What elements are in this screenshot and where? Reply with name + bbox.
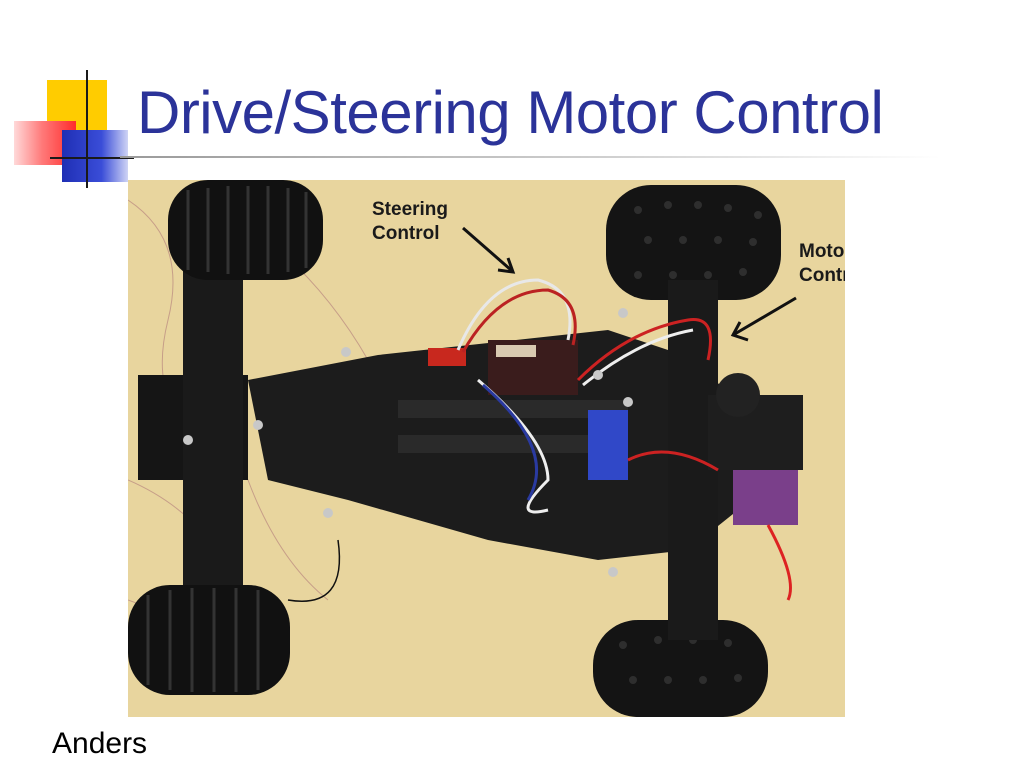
receiver-label bbox=[496, 345, 536, 357]
steering-servo bbox=[588, 410, 628, 480]
steering-arrowhead bbox=[497, 257, 516, 274]
footer-author: Anders bbox=[52, 727, 148, 760]
front-left-wheel bbox=[168, 180, 323, 280]
steering-arrow bbox=[462, 226, 512, 272]
motor-arrow bbox=[732, 296, 797, 337]
motor-label-line2: Control bbox=[799, 265, 845, 286]
logo-horizontal-line bbox=[50, 157, 134, 159]
screws bbox=[183, 308, 633, 577]
power-switch bbox=[428, 348, 466, 366]
wiring bbox=[287, 278, 792, 602]
rear-right-wheel bbox=[593, 620, 768, 717]
chassis-rib bbox=[398, 435, 628, 453]
motor-arrowhead bbox=[730, 321, 749, 342]
gear-cover bbox=[716, 373, 760, 417]
chassis-rib bbox=[398, 400, 628, 418]
drive-motor bbox=[733, 470, 798, 525]
motor-label-line1: Motor bbox=[799, 241, 845, 262]
front-right-wheel bbox=[606, 185, 781, 300]
motor-control-label: Motor Control bbox=[799, 240, 845, 288]
rear-left-wheel bbox=[128, 585, 290, 695]
rc-car-photo: Steering Control Motor Control bbox=[128, 180, 845, 717]
slide-logo bbox=[0, 0, 140, 190]
slide-title: Drive/Steering Motor Control bbox=[137, 79, 884, 146]
logo-blue-square bbox=[62, 130, 128, 182]
callout-arrows bbox=[462, 226, 797, 342]
logo-vertical-line bbox=[86, 70, 88, 188]
steering-label-line1: Steering bbox=[372, 199, 449, 220]
front-suspension bbox=[183, 260, 243, 590]
steering-control-label: Steering Control bbox=[372, 198, 448, 246]
title-underline bbox=[120, 156, 940, 158]
steering-label-line2: Control bbox=[372, 223, 440, 244]
rc-car-illustration bbox=[128, 180, 845, 717]
